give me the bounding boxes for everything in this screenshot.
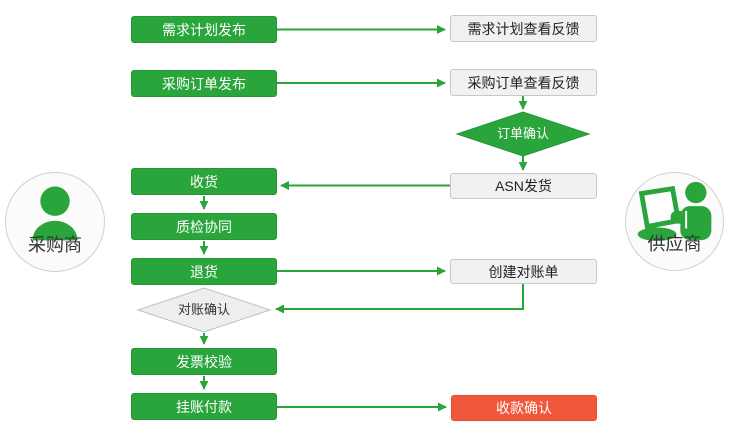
- buyer-label: 采购商: [28, 235, 82, 255]
- node-receive-goods: 收货: [131, 168, 277, 195]
- supplier-actor: 供应商: [625, 172, 724, 271]
- decision-reconciliation-confirm-label: 对账确认: [177, 302, 230, 317]
- node-asn-shipment: ASN发货: [450, 173, 597, 199]
- buyer-actor: 采购商: [5, 172, 105, 272]
- node-pending-payment: 挂账付款: [131, 393, 277, 420]
- node-payment-collection-confirm: 收款确认: [451, 395, 597, 421]
- node-purchase-order-feedback: 采购订单查看反馈: [450, 69, 597, 96]
- connector-statement-to-reconciliation: [275, 284, 524, 314]
- node-return-goods: 退货: [131, 258, 277, 285]
- buyer-person-icon: [32, 186, 78, 241]
- node-invoice-verification: 发票校验: [131, 348, 277, 375]
- node-demand-plan-feedback: 需求计划查看反馈: [450, 15, 597, 42]
- supplier-label: 供应商: [647, 234, 702, 254]
- decision-order-confirm-label: 订单确认: [496, 126, 549, 141]
- decision-reconciliation-confirm-shape: [136, 287, 272, 333]
- decision-order-confirm-shape: [455, 111, 591, 157]
- node-create-statement: 创建对账单: [450, 259, 597, 284]
- supplier-person-laptop-icon: [637, 181, 712, 241]
- node-purchase-order-publish: 采购订单发布: [131, 70, 277, 97]
- node-quality-inspection-collab: 质检协同: [131, 213, 277, 240]
- node-demand-plan-publish: 需求计划发布: [131, 16, 277, 43]
